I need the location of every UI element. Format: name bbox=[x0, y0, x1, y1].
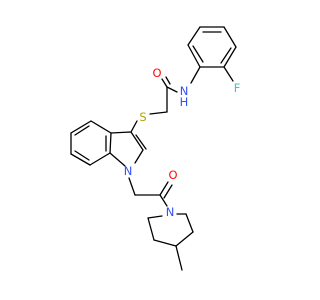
bond bbox=[166, 86, 178, 93]
bond bbox=[175, 231, 194, 247]
atom-labels: F O N H S N O N bbox=[124, 66, 241, 219]
amide-oxygen-label: O bbox=[152, 66, 161, 80]
amide-hydrogen-label: H bbox=[180, 95, 189, 109]
bond bbox=[187, 44, 201, 68]
bond bbox=[220, 47, 232, 64]
bond bbox=[223, 46, 237, 68]
bond bbox=[134, 149, 144, 164]
bond bbox=[185, 213, 194, 233]
bond bbox=[159, 181, 169, 196]
bond bbox=[175, 245, 183, 271]
bond bbox=[89, 152, 111, 166]
bond bbox=[163, 184, 173, 199]
molecule-canvas: F O N H S N O N bbox=[70, 26, 241, 271]
bond bbox=[165, 76, 171, 85]
indole-nitrogen-label: N bbox=[124, 164, 133, 178]
bond bbox=[90, 120, 112, 134]
sulfur-label: S bbox=[139, 110, 146, 124]
structure-diagram: F O N H S N O N bbox=[70, 26, 241, 271]
bond bbox=[223, 66, 234, 82]
bond bbox=[223, 26, 237, 48]
bond bbox=[190, 66, 201, 84]
bond bbox=[149, 111, 168, 115]
fluorine-label: F bbox=[234, 81, 241, 95]
bond bbox=[70, 153, 91, 166]
bond bbox=[161, 78, 168, 88]
ketone-oxygen-label: O bbox=[168, 168, 177, 182]
bond bbox=[70, 120, 92, 134]
bond bbox=[159, 194, 168, 207]
bonds bbox=[70, 26, 237, 271]
piperidine-nitrogen-label: N bbox=[166, 205, 175, 219]
amide-nitrogen-label: N bbox=[180, 84, 189, 98]
bond bbox=[187, 26, 201, 46]
bond bbox=[147, 215, 163, 219]
bond bbox=[109, 132, 112, 154]
bond bbox=[153, 239, 177, 247]
bond bbox=[147, 217, 155, 241]
bond bbox=[135, 134, 147, 150]
bond bbox=[74, 125, 90, 136]
bond bbox=[74, 150, 90, 161]
bond bbox=[130, 131, 144, 151]
bond bbox=[128, 177, 136, 196]
bond bbox=[130, 120, 138, 133]
bond bbox=[192, 45, 204, 63]
bond bbox=[109, 152, 126, 167]
bond bbox=[110, 131, 132, 134]
